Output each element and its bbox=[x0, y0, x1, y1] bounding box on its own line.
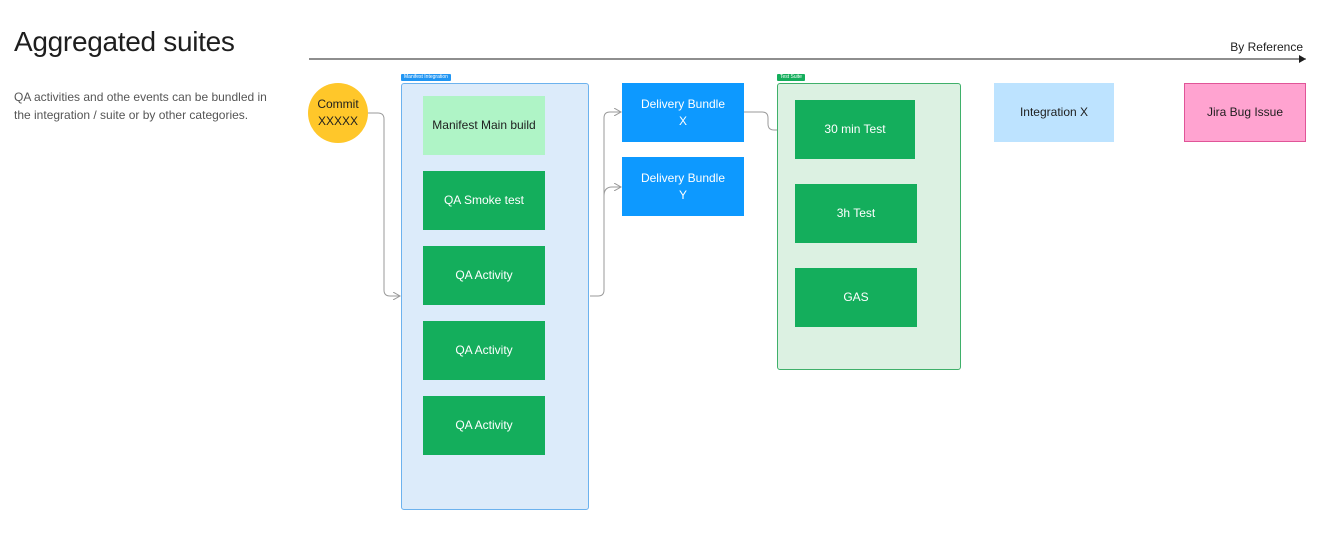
delivery-bundle-y-node[interactable]: Delivery Bundle Y bbox=[622, 157, 744, 216]
manifest-to-bundle-x-connector bbox=[590, 112, 621, 297]
qa-activity-node[interactable]: QA Activity bbox=[423, 396, 545, 455]
test-suite-group-tag: Test Suite bbox=[777, 74, 805, 81]
axis-label: By Reference bbox=[1230, 40, 1303, 54]
gas-node[interactable]: GAS bbox=[795, 268, 917, 327]
qa-activity-node[interactable]: QA Activity bbox=[423, 246, 545, 305]
page-description: QA activities and othe events can be bun… bbox=[14, 90, 267, 122]
page-title: Aggregated suites bbox=[14, 26, 235, 57]
30-min-test-node[interactable]: 30 min Test bbox=[795, 100, 915, 159]
bundle-x-to-suite-connector bbox=[744, 111, 794, 130]
integration-x-node[interactable]: Integration X bbox=[994, 83, 1114, 142]
manifest-to-bundle-y-connector bbox=[603, 187, 621, 197]
commit-to-manifest-connector bbox=[368, 112, 400, 296]
delivery-bundle-x-node[interactable]: Delivery Bundle X bbox=[622, 83, 744, 142]
manifest-main-build-node[interactable]: Manifest Main build bbox=[423, 96, 545, 155]
3h-test-node[interactable]: 3h Test bbox=[795, 184, 917, 243]
jira-bug-issue-node[interactable]: Jira Bug Issue bbox=[1184, 83, 1306, 142]
manifest-group-tag: Manifest Integration bbox=[401, 74, 451, 81]
qa-activity-node[interactable]: QA Activity bbox=[423, 321, 545, 380]
commit-node[interactable]: Commit XXXXX bbox=[308, 83, 368, 143]
qa-smoke-test-node[interactable]: QA Smoke test bbox=[423, 171, 545, 230]
